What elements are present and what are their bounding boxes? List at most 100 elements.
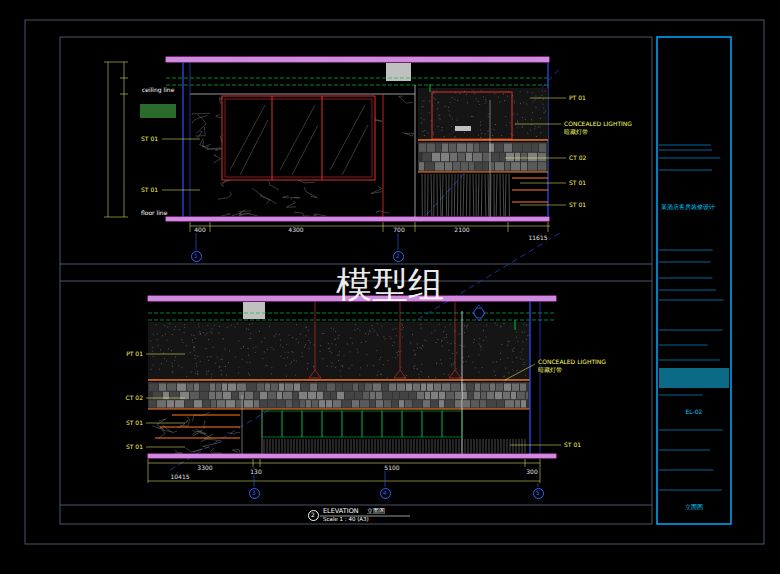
drawing-detail: [221, 374, 222, 375]
drawing-detail: [427, 174, 428, 216]
drawing-detail: [379, 359, 380, 360]
annotation-text: 某酒店客房装修设计: [660, 205, 716, 211]
drawing-detail: [361, 342, 362, 343]
drawing-detail: [174, 329, 175, 330]
drawing-detail: [291, 361, 292, 362]
drawing-detail: [149, 384, 158, 391]
drawing-detail: [267, 365, 268, 366]
drawing-detail: [413, 350, 414, 351]
drawing-detail: [466, 94, 467, 95]
drawing-detail: [377, 323, 378, 324]
drawing-detail: [341, 365, 342, 366]
drawing-detail: [456, 439, 457, 453]
annotation-text: 2100: [453, 227, 470, 233]
drawing-detail: [249, 324, 250, 325]
drawing-detail: [377, 334, 378, 335]
drawing-detail: [439, 324, 440, 325]
drawing-detail: [417, 369, 418, 370]
drawing-detail: [333, 439, 334, 453]
drawing-detail: [186, 448, 203, 453]
drawing-detail: [186, 376, 187, 377]
drawing-detail: [439, 118, 440, 119]
drawing-detail: [359, 384, 364, 391]
drawing-detail: [414, 368, 415, 369]
drawing-detail: [659, 395, 703, 396]
drawing-detail: [226, 400, 235, 407]
drawing-detail: [485, 103, 486, 104]
drawing-detail: [417, 368, 418, 369]
drawing-detail: [452, 118, 453, 119]
drawing-detail: [505, 116, 506, 117]
annotation-text: ST 01: [563, 442, 582, 448]
drawing-detail: [505, 174, 507, 216]
drawing-detail: [500, 174, 501, 216]
drawing-detail: [524, 324, 525, 325]
drawing-detail: [531, 124, 532, 125]
drawing-detail: [167, 400, 174, 407]
drawing-detail: [471, 116, 472, 117]
drawing-detail: [219, 366, 220, 367]
drawing-detail: [334, 339, 335, 340]
drawing-detail: [381, 326, 382, 327]
drawing-detail: [149, 400, 156, 407]
drawing-detail: [431, 400, 438, 407]
drawing-detail: [268, 400, 276, 407]
drawing-detail: [300, 400, 305, 407]
drawing-detail: [405, 439, 406, 453]
drawing-detail: [374, 330, 375, 331]
drawing-detail: [483, 439, 484, 453]
grid-number: 3: [252, 490, 256, 496]
drawing-detail: [517, 392, 525, 399]
drawing-detail: [184, 324, 185, 325]
drawing-detail: [441, 439, 442, 453]
drawing-detail: [496, 384, 503, 391]
drawing-detail: [387, 378, 388, 379]
drawing-detail: [159, 369, 160, 370]
drawing-detail: [507, 96, 508, 97]
drawing-detail: [541, 95, 542, 96]
drawing-detail: [448, 107, 449, 108]
drawing-detail: [243, 346, 244, 347]
drawing-detail: [280, 345, 281, 346]
drawing-detail: [195, 338, 196, 339]
drawing-detail: [433, 132, 434, 133]
drawing-detail: [255, 347, 256, 348]
drawing-detail: [457, 144, 466, 152]
drawing-detail: [162, 335, 163, 336]
drawing-detail: [523, 102, 524, 103]
drawing-detail: [326, 400, 332, 407]
drawing-detail: [387, 439, 388, 453]
drawing-detail: [172, 372, 173, 373]
drawing-detail: [248, 348, 249, 349]
drawing-detail: [532, 144, 538, 152]
drawing-detail: [516, 439, 517, 453]
drawing-detail: [421, 123, 422, 124]
drawing-detail: [245, 392, 253, 399]
drawing-detail: [534, 128, 535, 129]
grid-number: 2: [311, 512, 315, 518]
drawing-detail: [261, 342, 262, 343]
drawing-detail: [410, 342, 411, 343]
drawing-detail: [425, 174, 426, 216]
drawing-detail: [481, 133, 482, 134]
drawing-detail: [237, 384, 246, 391]
drawing-detail: [474, 93, 475, 94]
drawing-detail: [420, 439, 421, 453]
drawing-detail: [282, 347, 283, 348]
drawing-detail: [293, 392, 298, 399]
drawing-detail: [309, 370, 321, 378]
drawing-detail: [195, 127, 205, 136]
drawing-detail: [232, 450, 240, 453]
drawing-detail: [212, 328, 213, 329]
drawing-detail: [459, 334, 460, 335]
drawing-detail: [494, 93, 495, 94]
drawing-detail: [336, 384, 342, 391]
drawing-detail: [279, 439, 280, 453]
drawing-detail: [238, 340, 239, 341]
drawing-detail: [283, 358, 284, 359]
drawing-detail: [526, 392, 528, 399]
drawing-detail: [367, 365, 368, 366]
drawing-detail: [522, 332, 523, 333]
drawing-detail: [401, 323, 402, 324]
drawing-detail: [522, 127, 523, 128]
